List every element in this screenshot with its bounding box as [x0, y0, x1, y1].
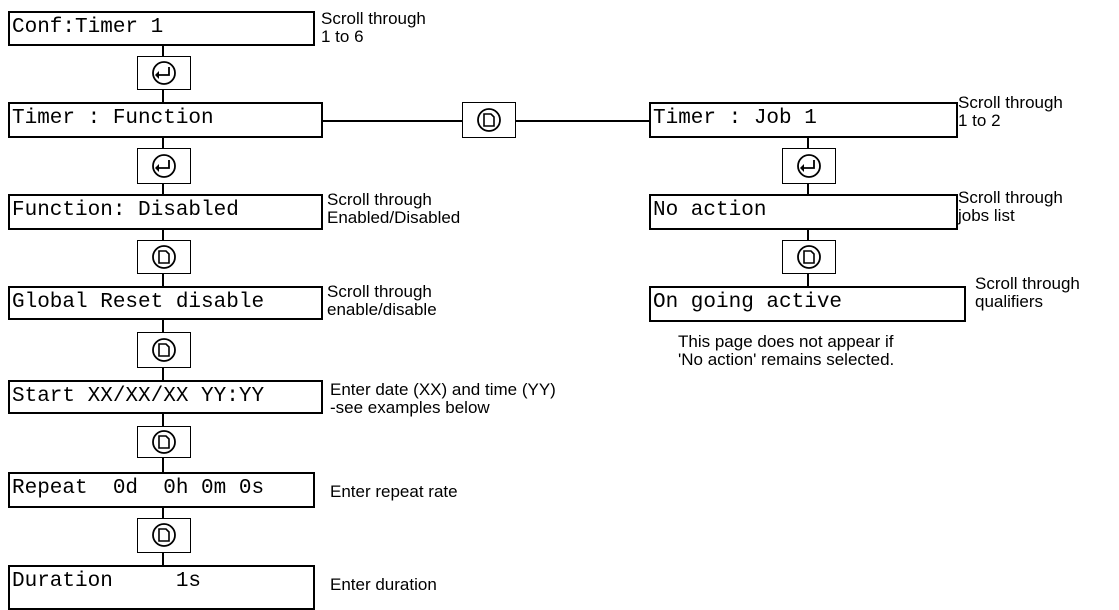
page-key[interactable] — [782, 240, 836, 274]
note-on-going: Scroll through qualifiers — [975, 274, 1080, 311]
connector-line — [162, 414, 164, 426]
connector-line — [162, 138, 164, 148]
display-box-repeat: Repeat 0d 0h 0m 0s — [8, 472, 315, 508]
connector-line — [807, 230, 809, 240]
enter-key-icon — [797, 154, 821, 178]
enter-key[interactable] — [137, 56, 191, 90]
connector-line — [162, 274, 164, 286]
page-key-icon — [797, 245, 821, 269]
page-key[interactable] — [462, 102, 516, 138]
page-key-icon — [152, 245, 176, 269]
note-repeat: Enter repeat rate — [330, 482, 458, 501]
note-conf-timer: Scroll through 1 to 6 — [321, 9, 426, 46]
connector-line — [162, 90, 164, 102]
note-function-disabled: Scroll through Enabled/Disabled — [327, 190, 461, 227]
enter-key[interactable] — [137, 148, 191, 184]
note-timer-job: Scroll through 1 to 2 — [958, 93, 1063, 130]
display-box-on-going: On going active — [649, 286, 966, 322]
note-global-reset: Scroll through enable/disable — [327, 282, 437, 319]
connector-line — [807, 184, 809, 194]
page-key[interactable] — [137, 332, 191, 368]
connector-line — [807, 138, 809, 148]
enter-key[interactable] — [782, 148, 836, 184]
note-duration: Enter duration — [330, 575, 437, 594]
connector-line — [162, 230, 164, 240]
note-no-action: Scroll through jobs list — [958, 188, 1063, 225]
connector-line — [162, 46, 164, 56]
caption-on-going: This page does not appear if 'No action'… — [678, 332, 895, 369]
note-start: Enter date (XX) and time (YY) -see examp… — [330, 380, 556, 417]
page-key-icon — [152, 338, 176, 362]
enter-key-icon — [152, 61, 176, 85]
page-key[interactable] — [137, 240, 191, 274]
display-box-function-disabled: Function: Disabled — [8, 194, 323, 230]
display-box-start: Start XX/XX/XX YY:YY — [8, 380, 323, 414]
connector-line — [162, 184, 164, 194]
connector-line — [516, 120, 649, 122]
connector-line — [162, 368, 164, 380]
enter-key-icon — [152, 154, 176, 178]
page-key[interactable] — [137, 518, 191, 553]
connector-line — [162, 508, 164, 518]
page-key-icon — [152, 430, 176, 454]
page-key-icon — [152, 523, 176, 547]
page-key-icon — [477, 108, 501, 132]
display-box-global-reset: Global Reset disable — [8, 286, 323, 320]
page-key[interactable] — [137, 426, 191, 458]
connector-line — [162, 553, 164, 565]
display-box-timer-job: Timer : Job 1 — [649, 102, 958, 138]
display-box-duration: Duration 1s — [8, 565, 315, 610]
connector-line — [162, 458, 164, 472]
connector-line — [807, 274, 809, 286]
display-box-no-action: No action — [649, 194, 958, 230]
display-box-timer-function: Timer : Function — [8, 102, 323, 138]
display-box-conf-timer: Conf:Timer 1 — [8, 11, 315, 46]
connector-line — [162, 320, 164, 332]
connector-line — [323, 120, 462, 122]
